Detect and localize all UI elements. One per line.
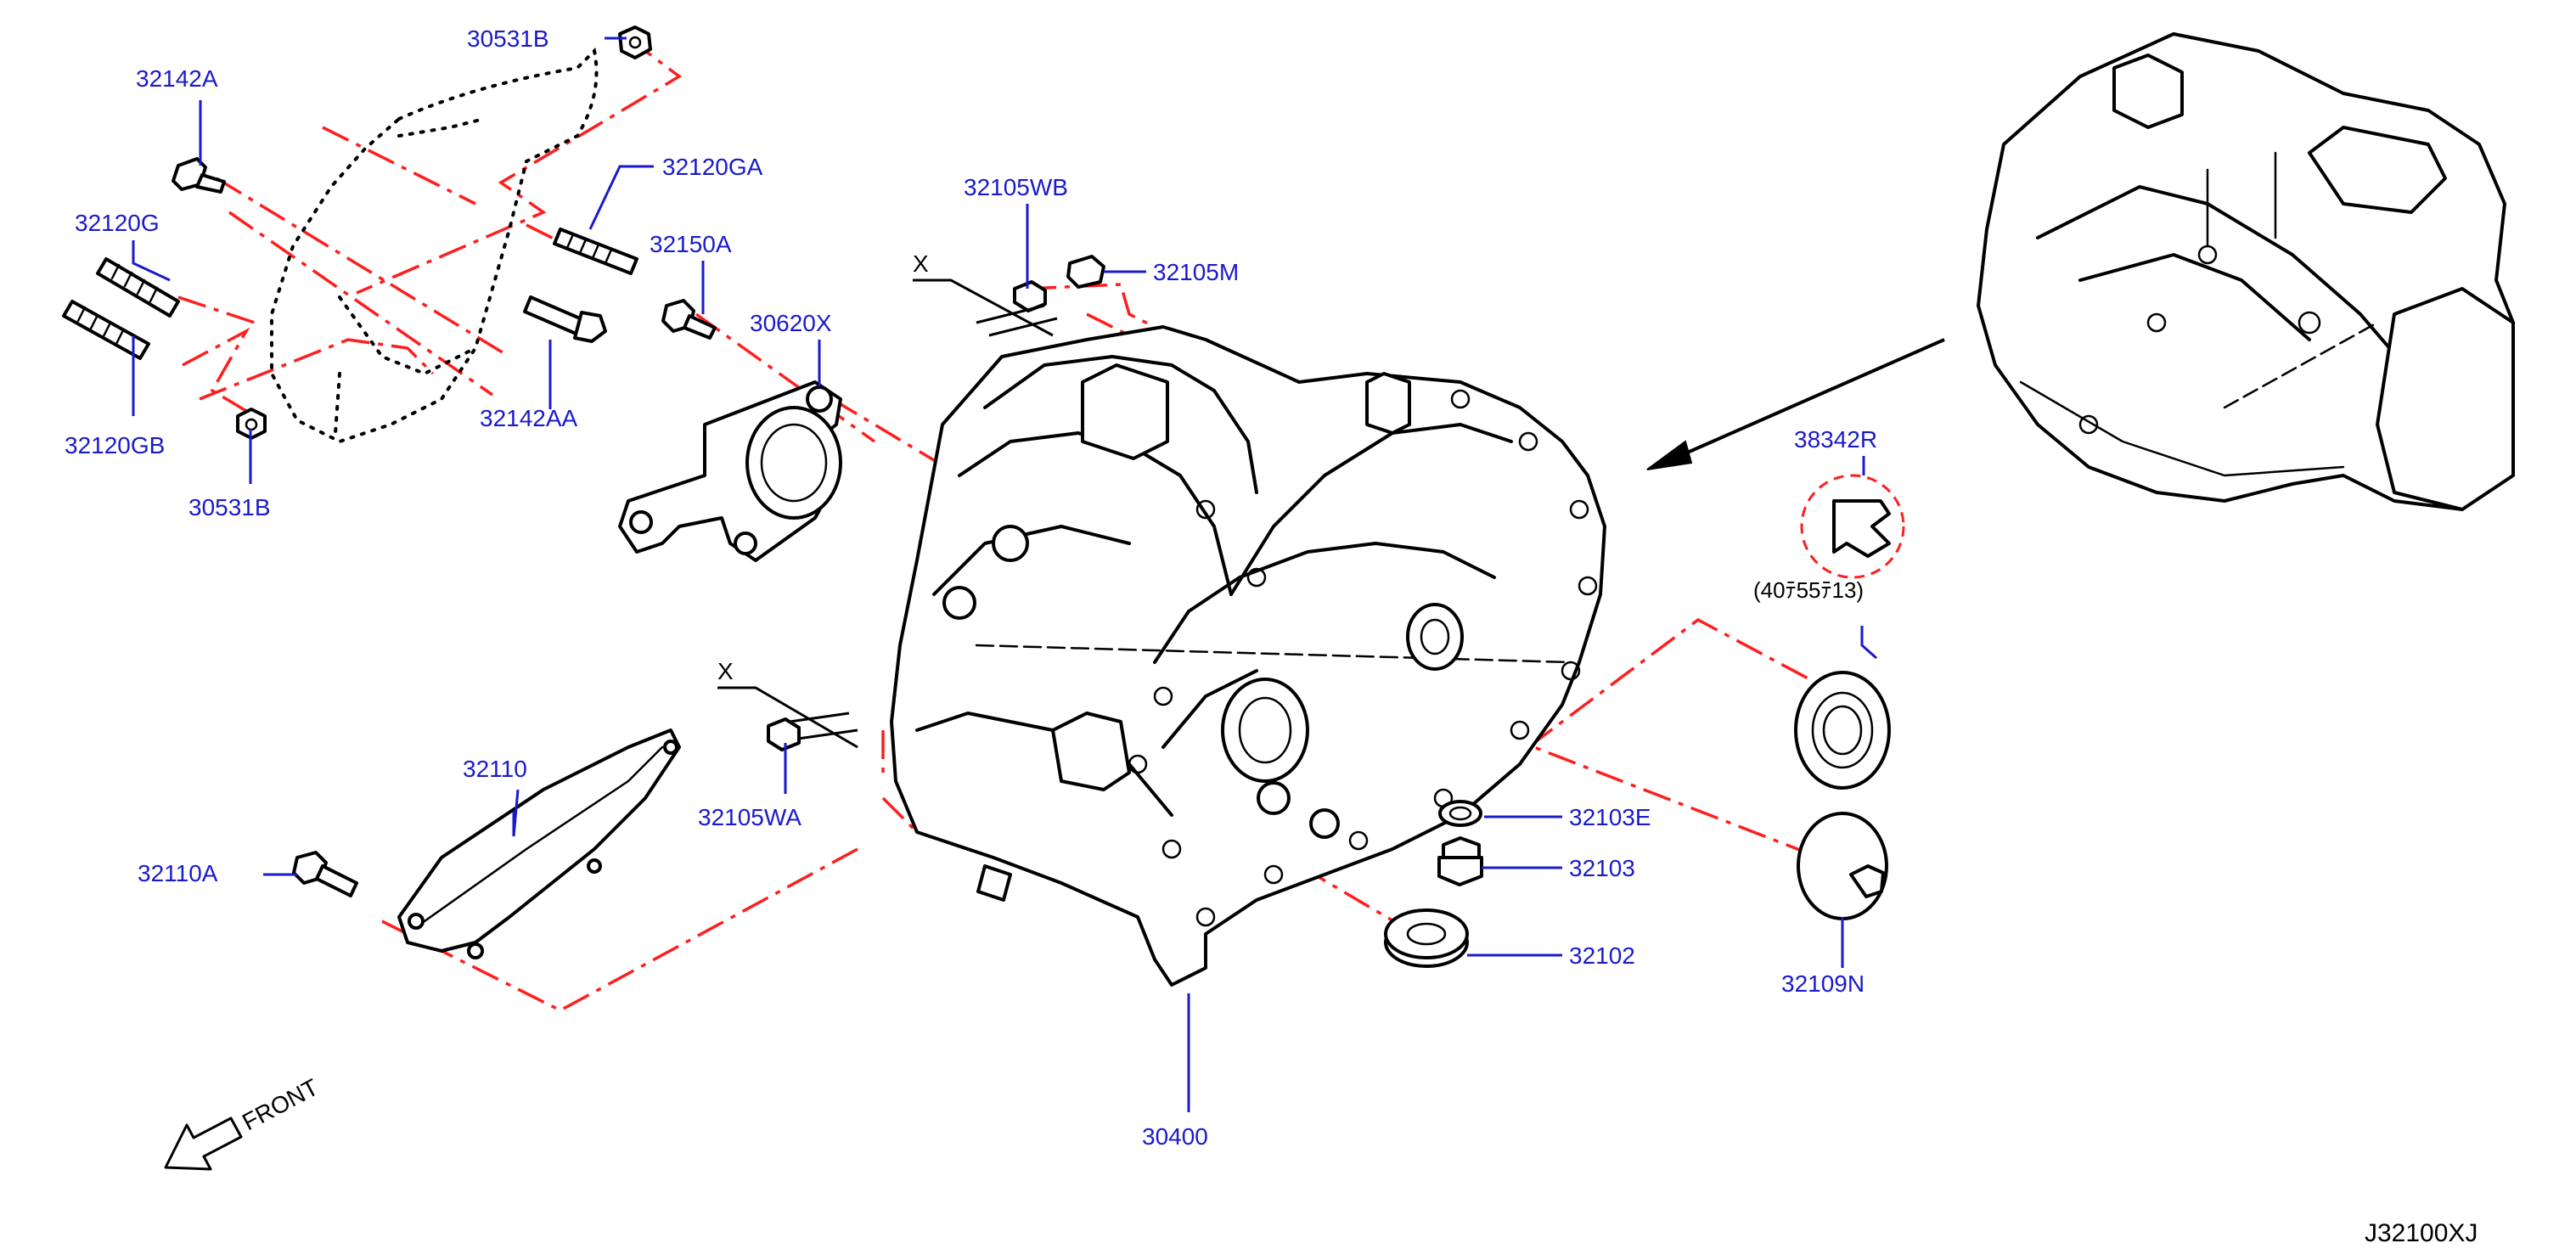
dotted-bracket — [270, 47, 599, 444]
stud-32120GA — [553, 228, 638, 275]
label-32142A: 32142A — [136, 65, 218, 92]
oil-seal-38342R — [1794, 671, 1891, 790]
bolt-32142A — [172, 157, 226, 194]
label-32105WA: 32105WA — [698, 804, 801, 830]
release-bearing-30620X — [618, 380, 842, 562]
label-32103: 32103 — [1569, 855, 1635, 881]
assembled-transmission — [1977, 32, 2515, 511]
mark-x-top: X — [913, 250, 929, 277]
label-32103E: 32103E — [1569, 804, 1651, 830]
x-marks: X X — [717, 250, 929, 684]
diagram-reference: J32100XJ — [2365, 1219, 2478, 1247]
label-32120GA: 32120GA — [662, 154, 763, 180]
label-32110: 32110 — [463, 756, 527, 782]
seal-32102 — [1384, 908, 1469, 968]
assembly-location-arrow-icon — [1646, 338, 1945, 470]
label-30400: 30400 — [1142, 1123, 1208, 1150]
bolt-32110A — [292, 851, 358, 897]
seal-detail-38342R — [1800, 474, 1905, 579]
label-30531B-bottom: 30531B — [188, 494, 271, 520]
cover-plate-32110 — [397, 728, 681, 959]
mark-x-bottom: X — [717, 658, 734, 684]
drain-plug-32103 — [1437, 836, 1483, 886]
label-32102: 32102 — [1569, 942, 1635, 969]
stud-32120G — [96, 257, 180, 318]
label-38342R: 38342R — [1794, 426, 1877, 453]
label-32105M: 32105M — [1153, 259, 1239, 285]
label-32110A: 32110A — [138, 860, 218, 886]
label-32120G: 32120G — [75, 210, 160, 236]
label-seal-size: (40ﾃ55ﾃ13) — [1753, 577, 1864, 603]
front-label: FRONT — [238, 1074, 323, 1136]
label-30531B-top: 30531B — [467, 25, 549, 52]
transmission-case-30400 — [890, 325, 1606, 987]
stud-32120GB — [62, 300, 150, 360]
front-direction-arrow-icon — [164, 1117, 243, 1171]
label-32150A: 32150A — [650, 231, 732, 257]
label-32109N: 32109N — [1781, 970, 1865, 997]
label-32105WB: 32105WB — [964, 174, 1068, 200]
bolt-32142AA — [523, 295, 607, 343]
plug-32105M — [1066, 255, 1105, 289]
label-32120GB: 32120GB — [65, 432, 165, 458]
washer-32103E — [1438, 800, 1482, 827]
cap-32109N — [1797, 812, 1888, 920]
bolt-32150A — [661, 299, 717, 340]
label-32142AA: 32142AA — [480, 405, 578, 431]
leader-lines — [132, 37, 1877, 1112]
callouts: 32142A 30531B 32120G 32120GA 32120GB 305… — [65, 25, 1877, 1150]
nut-30531B-top — [618, 25, 652, 59]
label-30620X: 30620X — [750, 310, 832, 336]
measure-marks — [717, 278, 1058, 749]
dowel-32105WB — [1013, 280, 1047, 312]
dowel-32105WA — [767, 717, 801, 751]
